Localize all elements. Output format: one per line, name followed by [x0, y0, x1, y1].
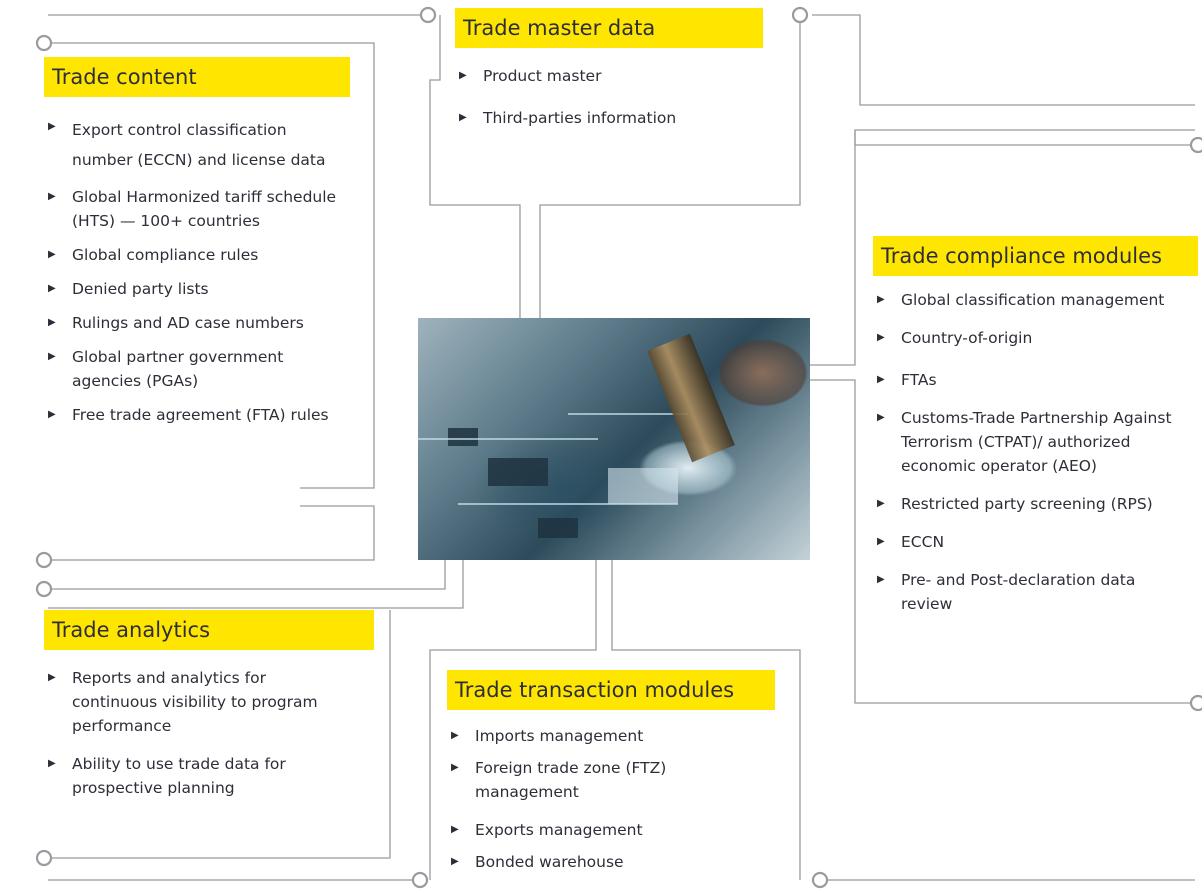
item-list: ▶Product master ▶Third-parties informati… [455, 64, 755, 130]
connector-node [35, 551, 53, 569]
list-item: ▶Restricted party screening (RPS) [873, 492, 1191, 516]
connector-node [411, 871, 429, 889]
list-item: ▶Global classification management [873, 288, 1191, 312]
bullet-icon: ▶ [451, 762, 459, 773]
list-item: ▶Global Harmonized tariff schedule (HTS)… [44, 185, 344, 233]
bullet-icon: ▶ [451, 824, 459, 835]
bullet-icon: ▶ [451, 730, 459, 741]
connector-node [1189, 136, 1202, 154]
list-item: ▶Bonded warehouse [447, 850, 747, 874]
list-item: ▶Foreign trade zone (FTZ) management [447, 756, 747, 804]
list-item: ▶Reports and analytics for continuous vi… [44, 666, 319, 738]
connector-node [35, 849, 53, 867]
item-list: ▶Global classification management ▶Count… [873, 288, 1191, 616]
bullet-icon: ▶ [48, 249, 56, 260]
bullet-icon: ▶ [48, 758, 56, 769]
bullet-icon: ▶ [48, 351, 56, 362]
panel-trade-analytics: Trade analytics ▶Reports and analytics f… [44, 610, 374, 810]
list-item: ▶Customs-Trade Partnership Against Terro… [873, 406, 1191, 478]
bullet-icon: ▶ [48, 409, 56, 420]
list-item: ▶Pre- and Post-declaration data review [873, 568, 1191, 616]
list-item: ▶FTAs [873, 368, 1191, 392]
panel-trade-compliance-modules: Trade compliance modules ▶Global classif… [873, 236, 1198, 626]
bullet-icon: ▶ [48, 283, 56, 294]
list-item: ▶Export control classification number (E… [44, 115, 344, 175]
panel-trade-transaction-modules: Trade transaction modules ▶Imports manag… [447, 670, 777, 884]
list-item: ▶Country-of-origin [873, 326, 1191, 350]
panel-title: Trade compliance modules [873, 236, 1198, 276]
connector-node [1189, 694, 1202, 712]
bullet-icon: ▶ [877, 332, 885, 343]
panel-title: Trade analytics [44, 610, 374, 650]
list-item: ▶ECCN [873, 530, 1191, 554]
bullet-icon: ▶ [459, 70, 467, 81]
bullet-icon: ▶ [48, 672, 56, 683]
bullet-icon: ▶ [877, 536, 885, 547]
panel-title: Trade master data [455, 8, 763, 48]
bullet-icon: ▶ [459, 112, 467, 123]
bullet-icon: ▶ [877, 498, 885, 509]
bullet-icon: ▶ [877, 294, 885, 305]
circuit-board-photo [418, 318, 810, 560]
list-item: ▶Global partner government agencies (PGA… [44, 345, 344, 393]
list-item: ▶Denied party lists [44, 277, 344, 301]
list-item: ▶ Global compliance rules [44, 243, 344, 267]
item-list: ▶Export control classification number (E… [44, 115, 344, 427]
list-item: ▶Ability to use trade data for prospecti… [44, 752, 319, 800]
list-item: ▶Third-parties information [455, 106, 755, 130]
bullet-icon: ▶ [48, 121, 56, 132]
bullet-icon: ▶ [877, 574, 885, 585]
bullet-icon: ▶ [451, 856, 459, 867]
bullet-icon: ▶ [877, 374, 885, 385]
panel-trade-content: Trade content ▶Export control classifica… [44, 57, 354, 437]
connector-node [35, 580, 53, 598]
list-item: ▶Exports management [447, 818, 747, 842]
panel-title: Trade content [44, 57, 350, 97]
list-item: ▶Imports management [447, 724, 747, 748]
connector-node [35, 34, 53, 52]
item-list: ▶Imports management ▶Foreign trade zone … [447, 724, 747, 874]
bullet-icon: ▶ [877, 412, 885, 423]
panel-trade-master-data: Trade master data ▶Product master ▶Third… [455, 8, 775, 140]
bullet-icon: ▶ [48, 317, 56, 328]
connector-node [419, 6, 437, 24]
list-item: ▶Free trade agreement (FTA) rules [44, 403, 344, 427]
connector-node [811, 871, 829, 889]
list-item: ▶Product master [455, 64, 755, 88]
panel-title: Trade transaction modules [447, 670, 775, 710]
bullet-icon: ▶ [48, 191, 56, 202]
connector-node [791, 6, 809, 24]
item-list: ▶Reports and analytics for continuous vi… [44, 666, 319, 800]
list-item: ▶Rulings and AD case numbers [44, 311, 344, 335]
